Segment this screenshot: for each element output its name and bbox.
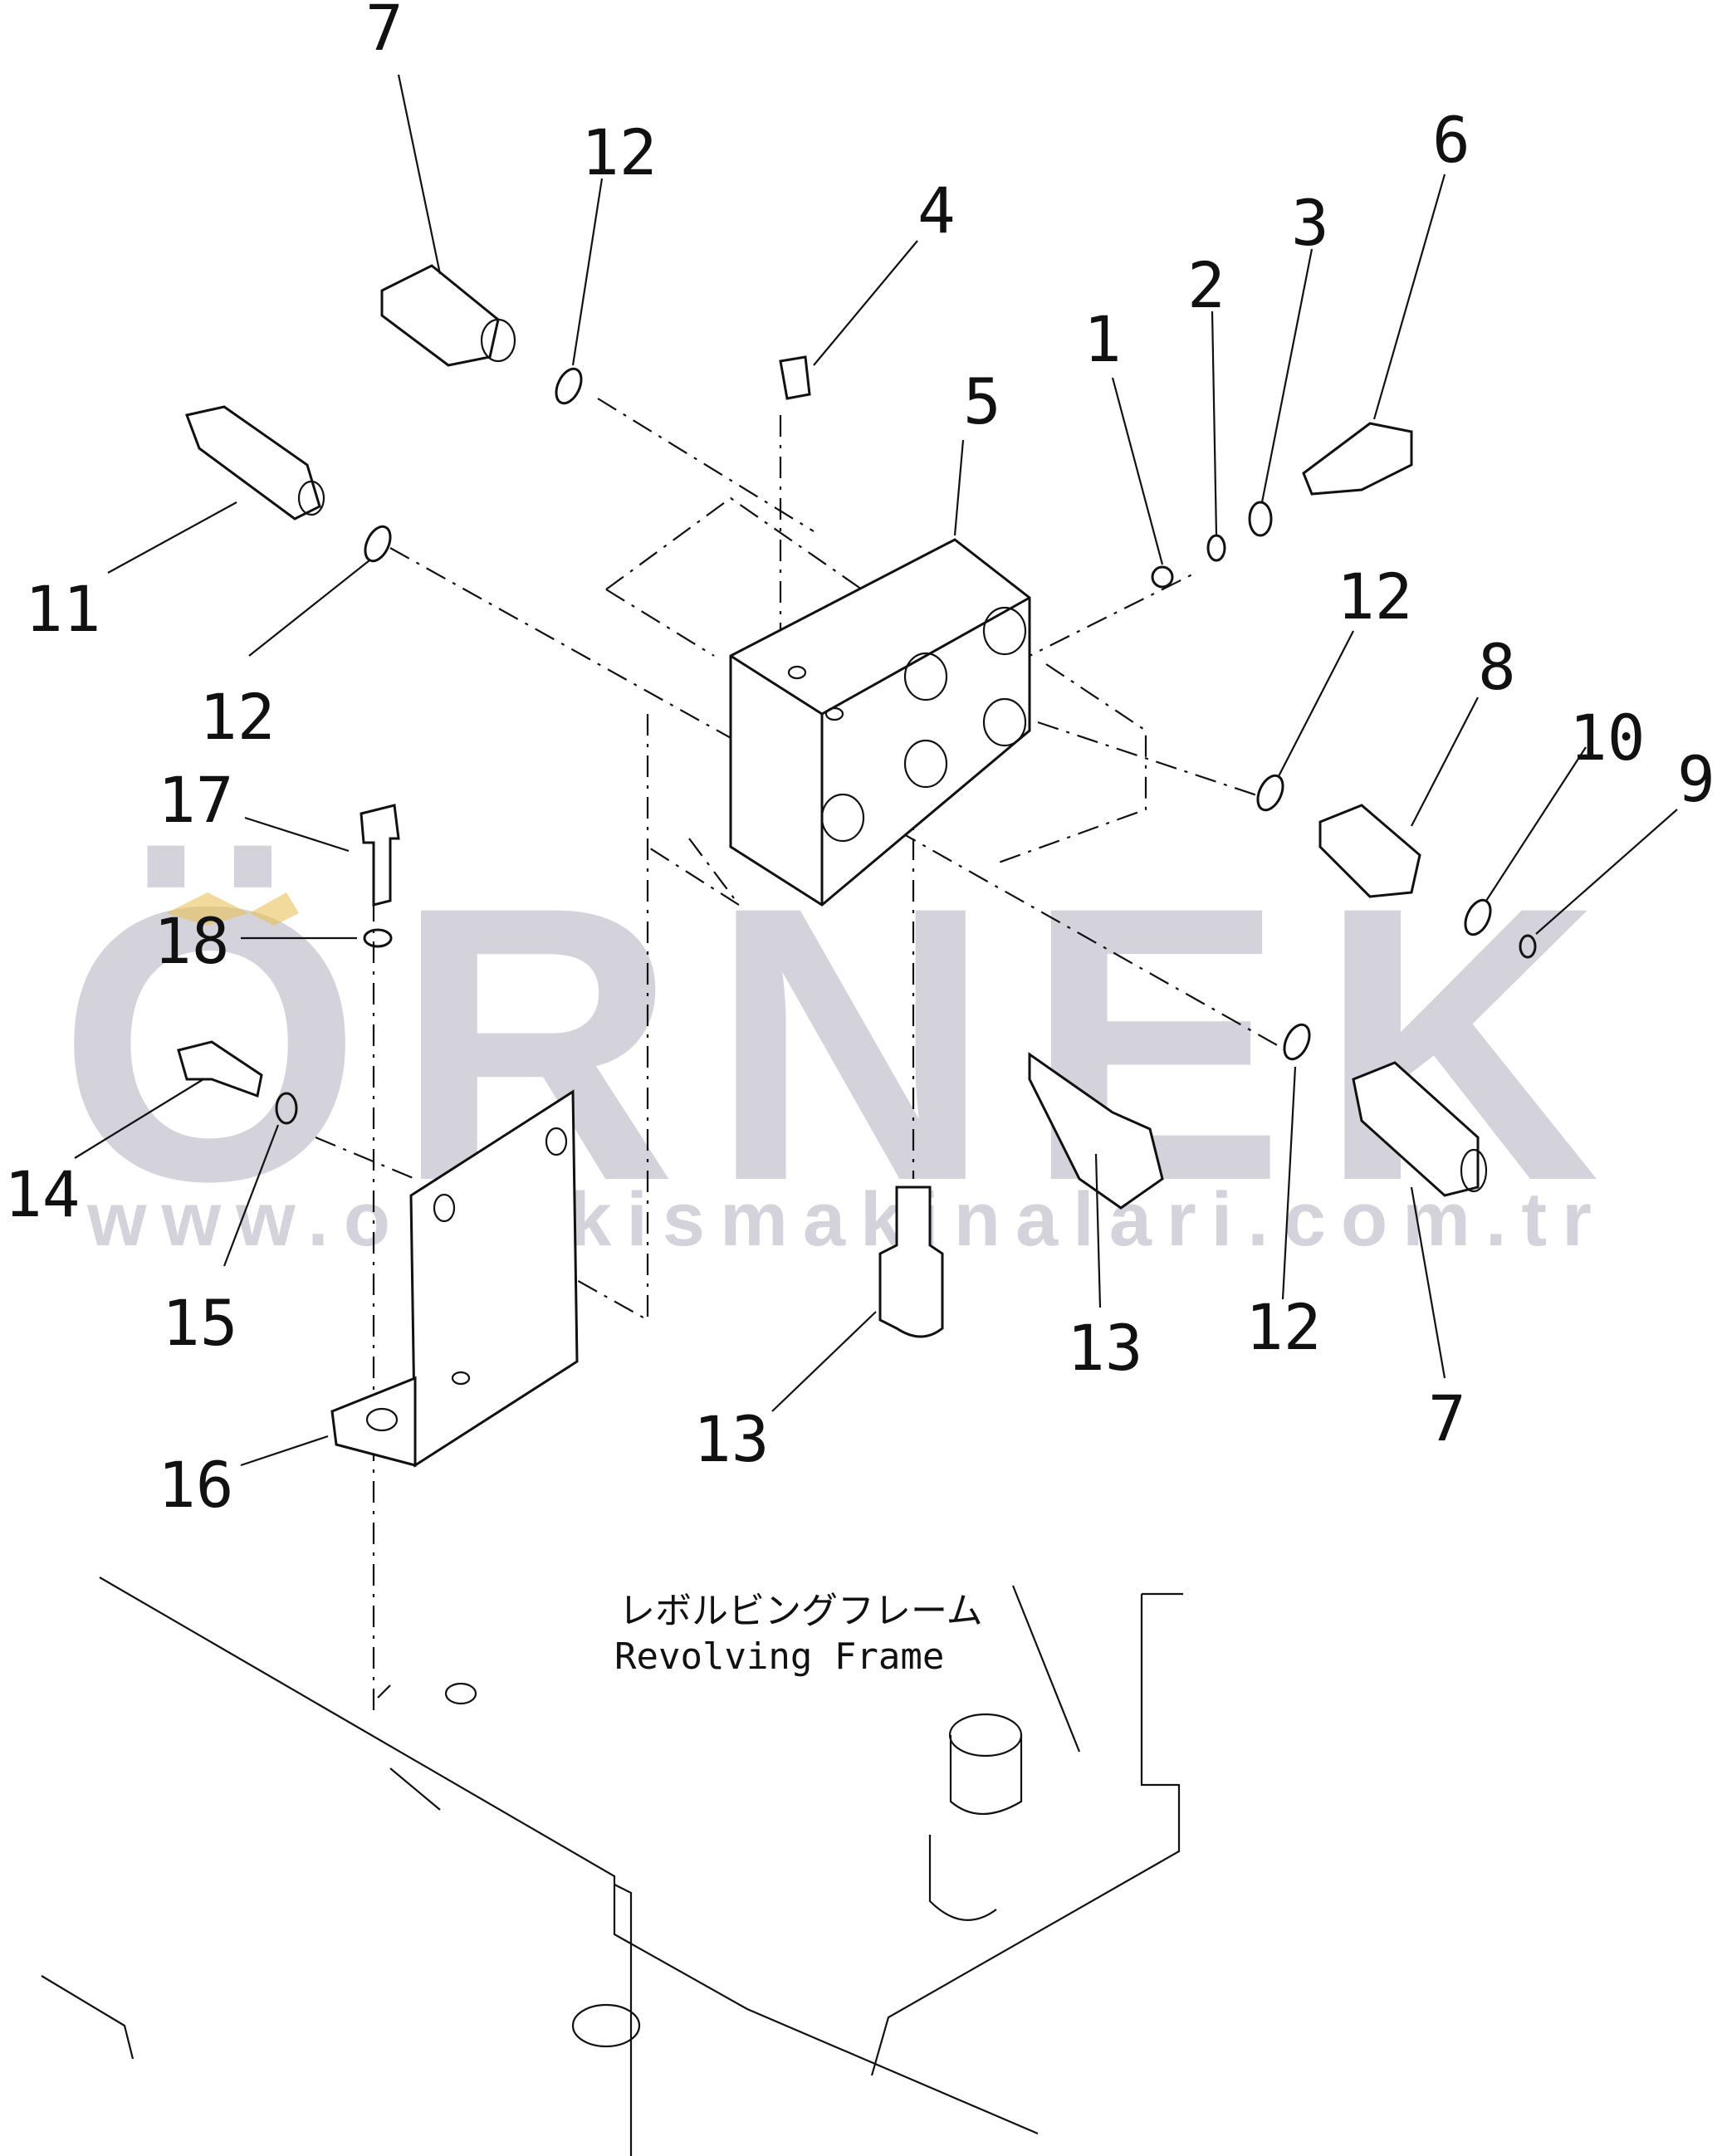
watermark-url: www.ornekismakinalari.com.tr xyxy=(86,1177,1607,1262)
callout-4: 4 xyxy=(917,174,956,247)
callout-3: 3 xyxy=(1291,186,1329,260)
bolt-17 xyxy=(360,804,400,907)
fitting-6 xyxy=(1302,422,1413,496)
bolt-14 xyxy=(177,1040,263,1098)
callout-10: 10 xyxy=(1569,701,1646,775)
revolving-frame xyxy=(41,1577,1183,2156)
callout-18: 18 xyxy=(154,904,230,978)
frame-label-japanese: レボルビングフレーム xyxy=(619,1590,983,1632)
callout-5: 5 xyxy=(963,364,1001,438)
pressure-switch-13-right xyxy=(1028,1052,1164,1210)
leader-lines xyxy=(74,74,1678,1467)
callout-13-right: 13 xyxy=(1067,1311,1143,1385)
callout-1: 1 xyxy=(1084,302,1122,376)
watermark-accent-right xyxy=(249,892,299,926)
plug-4 xyxy=(779,355,811,400)
callout-labels: 7 12 4 6 3 2 1 5 11 12 12 8 10 9 17 18 1… xyxy=(4,0,1715,1522)
callout-15: 15 xyxy=(162,1286,238,1360)
callout-9: 9 xyxy=(1677,742,1715,816)
washer-15 xyxy=(275,1092,298,1125)
callout-12-left: 12 xyxy=(199,680,276,754)
washer-18 xyxy=(363,928,393,948)
callout-7-top: 7 xyxy=(365,0,404,65)
callout-6: 6 xyxy=(1432,103,1470,177)
bracket-16 xyxy=(330,1089,579,1468)
callout-13-left: 13 xyxy=(693,1402,770,1476)
fitting-8 xyxy=(1318,804,1421,898)
callout-7-bottom: 7 xyxy=(1428,1381,1466,1455)
callout-2: 2 xyxy=(1187,248,1225,322)
frame-label-english: Revolving Frame xyxy=(614,1635,944,1678)
callout-14: 14 xyxy=(4,1157,81,1231)
fitting-11 xyxy=(184,405,325,521)
o-rings-12 xyxy=(364,367,1537,1061)
callout-12-right: 12 xyxy=(1337,560,1413,633)
o-rings-top-right xyxy=(1151,501,1273,589)
callout-11: 11 xyxy=(25,572,101,646)
callout-12-bottom: 12 xyxy=(1245,1290,1322,1364)
fitting-7-top xyxy=(380,264,516,367)
callout-12-top: 12 xyxy=(581,115,658,189)
pressure-switch-13-left xyxy=(878,1186,944,1338)
callout-16: 16 xyxy=(158,1448,234,1522)
valve-block xyxy=(729,538,1031,907)
callout-8: 8 xyxy=(1478,630,1516,704)
callout-17: 17 xyxy=(158,763,234,837)
fitting-7-bottom xyxy=(1352,1061,1488,1197)
watermark-accent-left xyxy=(166,892,249,926)
